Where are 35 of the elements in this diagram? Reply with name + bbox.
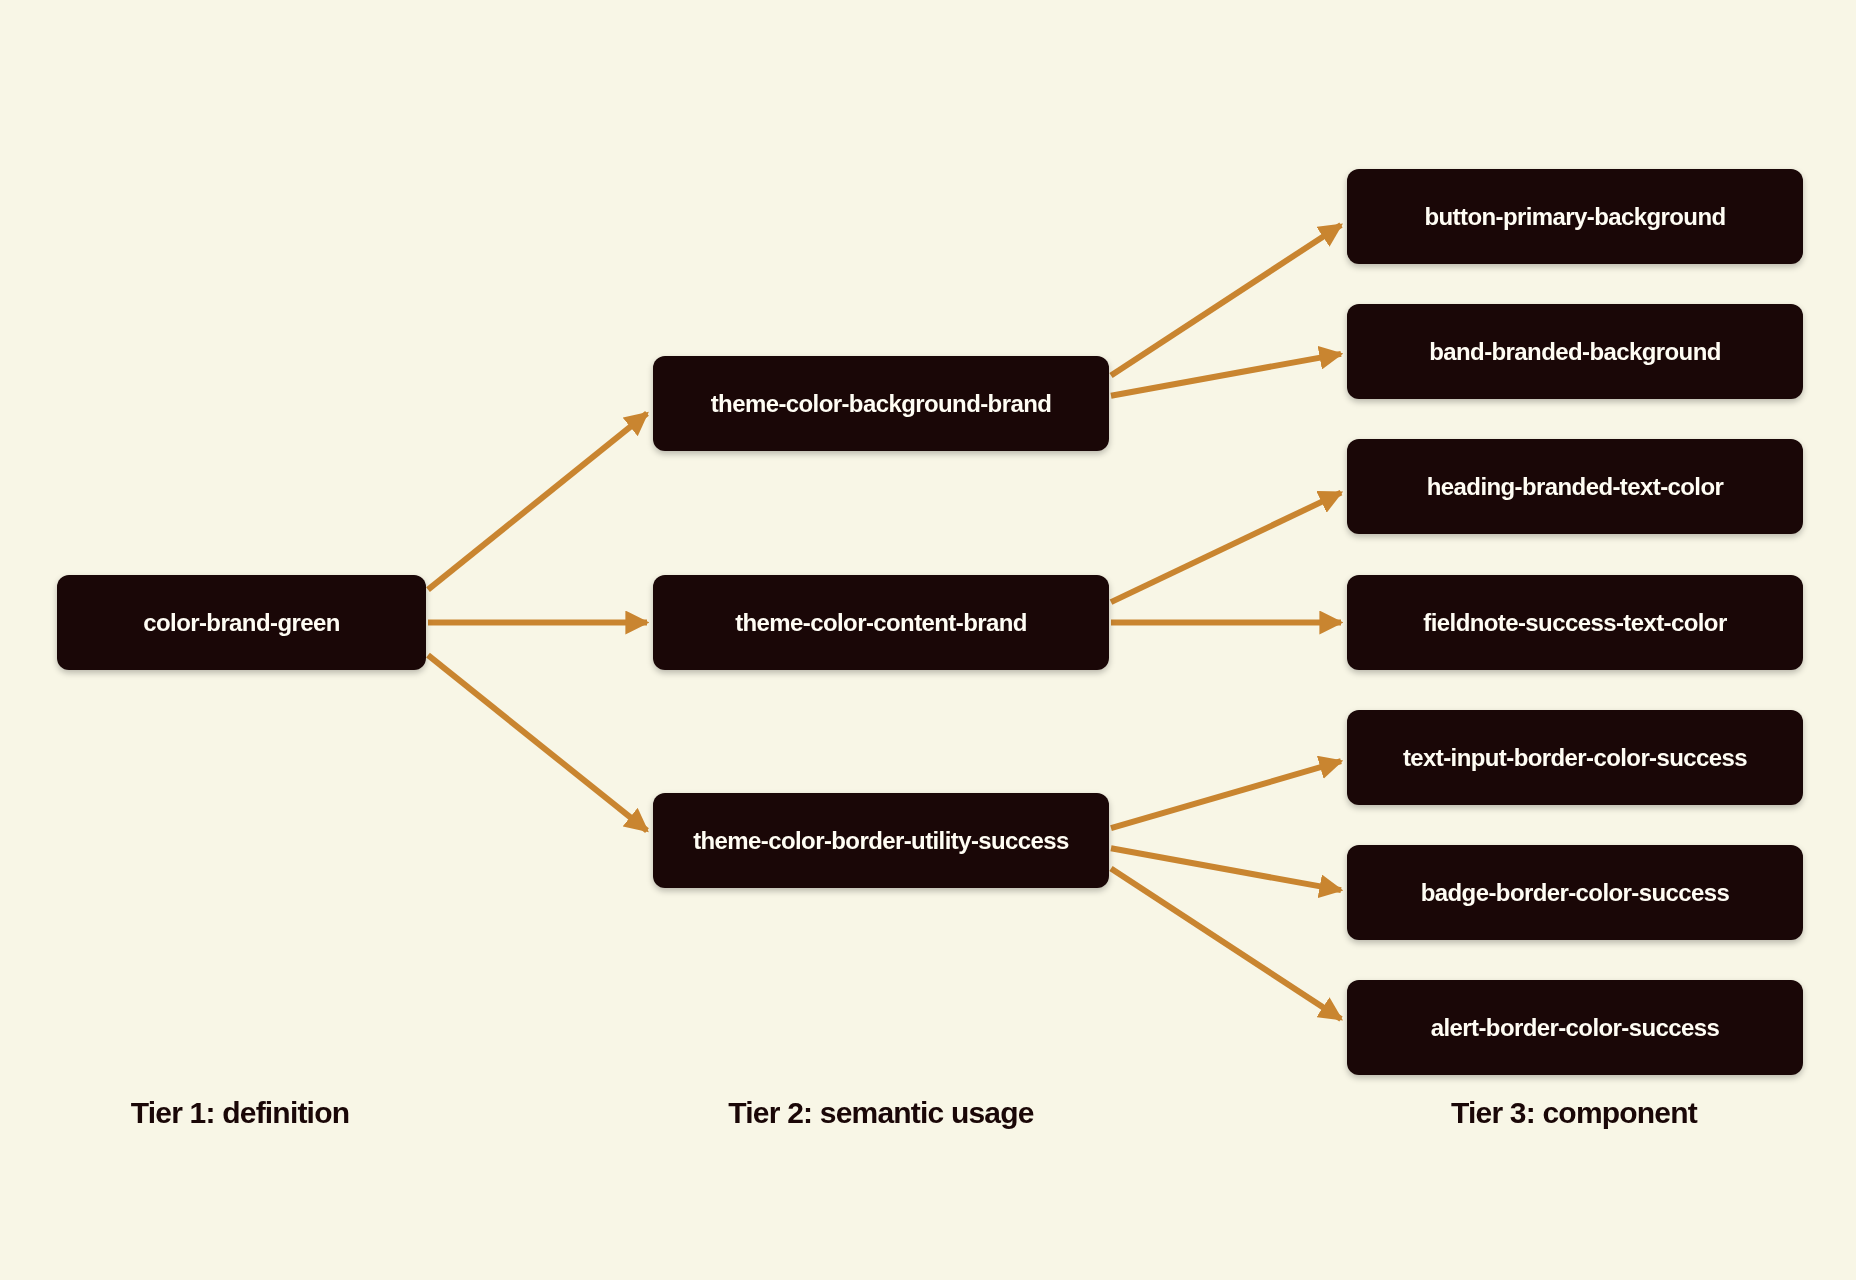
token-box bbox=[1347, 169, 1803, 264]
arrow bbox=[1109, 222, 1343, 378]
tier-label: Tier 3: component bbox=[1450, 1096, 1699, 1130]
token-box bbox=[57, 575, 426, 670]
token-box bbox=[1347, 575, 1803, 670]
arrow bbox=[1109, 866, 1343, 1022]
arrow bbox=[1109, 489, 1344, 605]
token-box bbox=[1347, 439, 1803, 534]
token-name: button-primary-background bbox=[1424, 202, 1726, 231]
token-box bbox=[1347, 304, 1803, 399]
arrow bbox=[1110, 845, 1344, 899]
token-name: fieldnote-success-text-color bbox=[1423, 608, 1727, 637]
tier-label: Tier 1: definition bbox=[129, 1096, 351, 1130]
token-name: theme-color-background-brand bbox=[710, 389, 1052, 418]
token-name: badge-border-color-success bbox=[1420, 878, 1730, 907]
arrow bbox=[1111, 610, 1344, 635]
token-name: alert-border-color-success bbox=[1430, 1013, 1720, 1042]
arrow bbox=[1110, 345, 1344, 399]
token-box bbox=[653, 356, 1109, 451]
tier-label: Tier 2: semantic usage bbox=[727, 1096, 1035, 1130]
arrow bbox=[426, 411, 649, 592]
token-box bbox=[653, 793, 1109, 888]
token-name: text-input-border-color-success bbox=[1402, 743, 1748, 772]
token-name: theme-color-content-brand bbox=[735, 608, 1027, 637]
arrow bbox=[428, 610, 650, 635]
token-box bbox=[653, 575, 1109, 670]
token-box bbox=[1347, 845, 1803, 940]
token-box bbox=[1347, 710, 1803, 805]
token-name: band-branded-background bbox=[1429, 337, 1721, 366]
token-name: theme-color-border-utility-success bbox=[693, 826, 1069, 855]
arrow bbox=[426, 652, 649, 834]
arrow bbox=[1110, 755, 1344, 831]
token-name: heading-branded-text-color bbox=[1426, 472, 1724, 501]
token-name: color-brand-green bbox=[143, 608, 340, 637]
token-box bbox=[1347, 980, 1803, 1075]
